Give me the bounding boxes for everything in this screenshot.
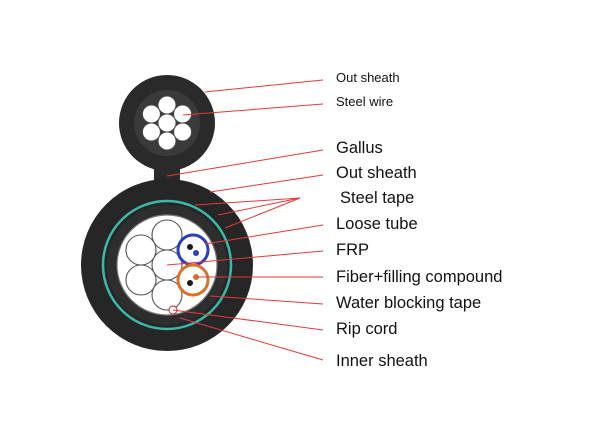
leader-frp [166,250,324,266]
leader-rip-cord [172,309,324,331]
label-steel-wire: Steel wire [336,94,394,109]
label-frp: FRP [336,241,369,259]
steel-wire-strand [141,122,161,142]
leader-loose-tube [204,224,324,245]
leader-inner-sheath [179,317,324,361]
filler-rod [151,219,183,251]
label-out-sheath: Out sheath [336,164,417,182]
label-fiber-filling: Fiber+filling compound [336,268,503,286]
label-rip-cord: Rip cord [336,320,398,338]
messenger-wire-section [119,75,215,171]
label-loose-tube: Loose tube [336,215,418,233]
filler-rod [125,264,157,296]
leader-lines [166,79,324,361]
leader-steel-tape-1 [194,197,301,206]
loose-tube-orange [176,263,210,297]
filler-rod [151,279,183,311]
label-inner-sheath: Inner sheath [336,352,428,370]
label-out-sheath-top: Out sheath [336,70,400,85]
steel-wire-strand [157,113,177,133]
steel-wire-strand [173,104,193,124]
steel-wire-strand [157,95,177,115]
label-steel-tape: Steel tape [340,189,415,207]
label-gallus: Gallus [336,139,383,157]
leader-out-sheath-top [204,79,324,93]
leader-steel-tape-3 [224,197,301,229]
leader-steel-tape-2 [217,197,301,216]
leader-gallus [166,149,324,177]
steel-wire-bundle [141,95,193,151]
steel-wire-strand [157,131,177,151]
loose-tube-blue [176,233,210,267]
filler-rod [125,234,157,266]
leader-water-blocking [209,295,324,305]
leader-out-sheath [209,174,324,193]
steel-wire-strand [173,122,193,142]
steel-tape-ring [101,199,233,331]
leader-steel-wire [182,103,324,116]
label-water-blocking: Water blocking tape [336,294,482,312]
steel-wire-strand [141,104,161,124]
core-elements [125,219,210,311]
